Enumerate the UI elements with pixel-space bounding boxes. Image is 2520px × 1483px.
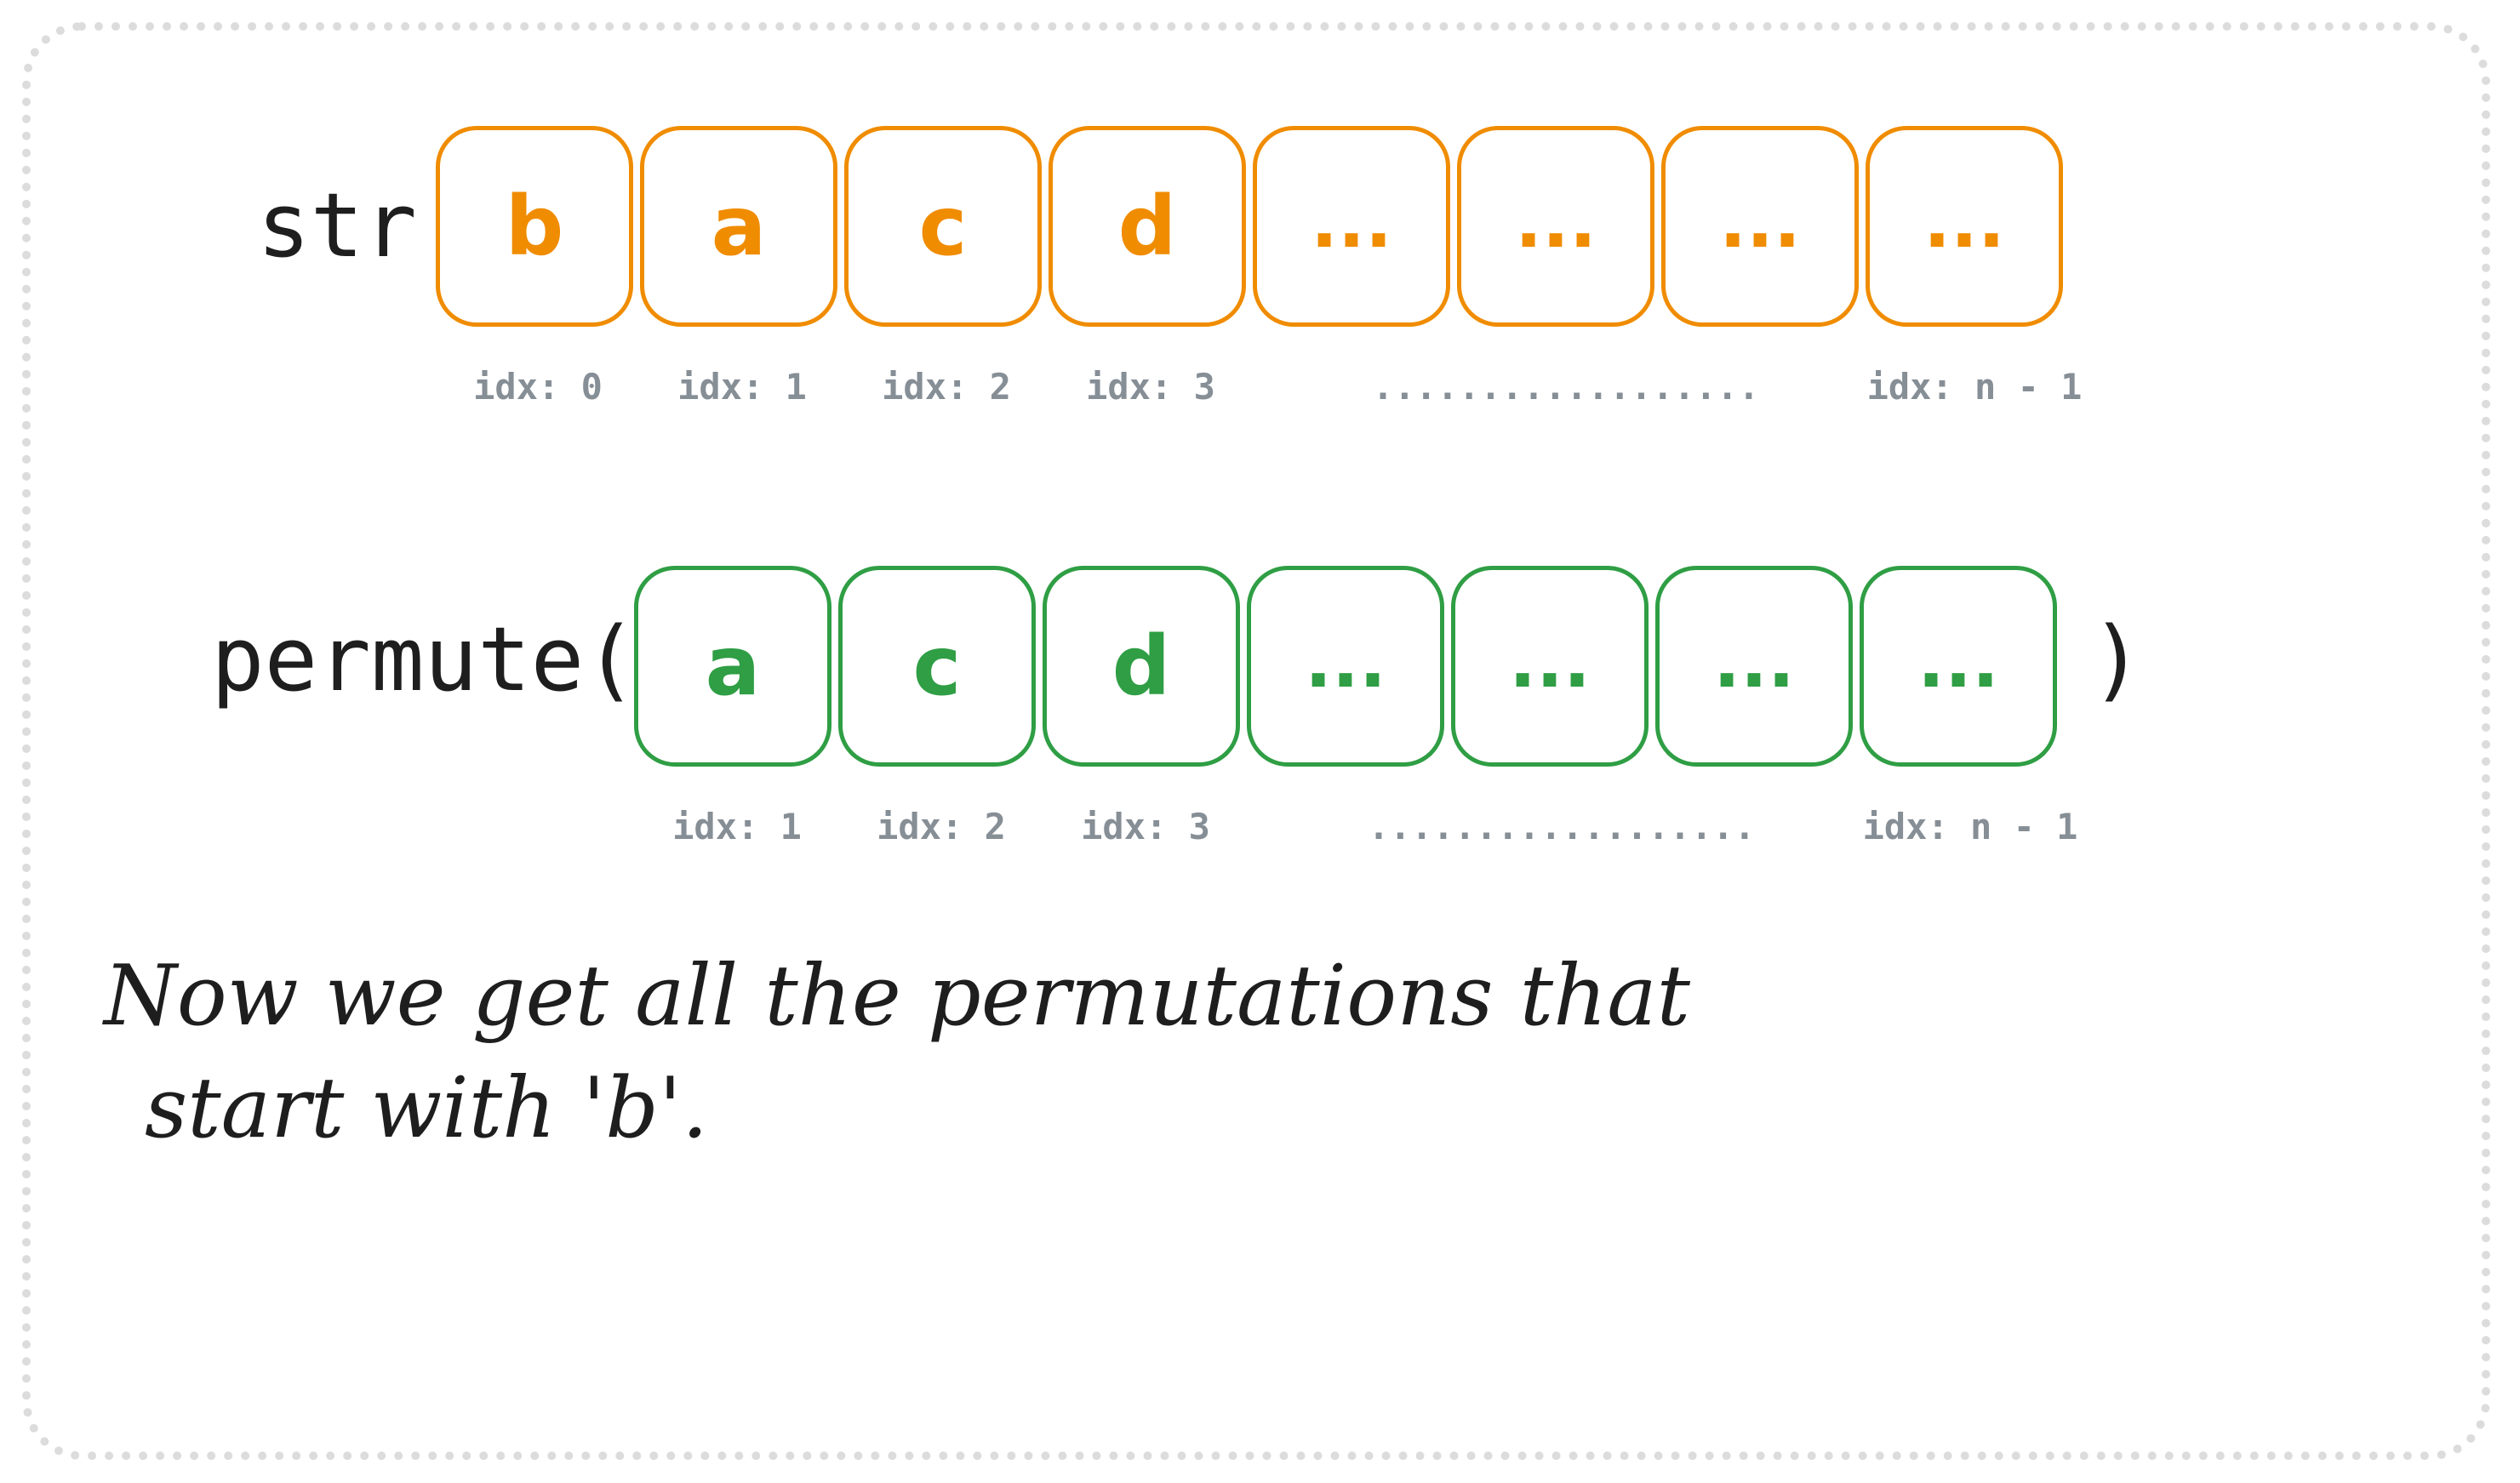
explanation-note: Now we get all the permutations that sta…	[104, 940, 2061, 1165]
permute-index-label: idx: 1	[672, 806, 802, 847]
str-index-ellipsis: ..................	[1372, 366, 1760, 408]
note-line-2: start with 'b'.	[145, 1060, 709, 1157]
permute-cell: ...	[1247, 566, 1444, 767]
str-cell: ...	[1661, 126, 1859, 327]
str-cell: d	[1049, 126, 1246, 327]
permute-cell: ...	[1451, 566, 1649, 767]
permute-cell: ...	[1655, 566, 1853, 767]
str-array: b a c d ... ... ... ...	[436, 126, 2070, 327]
str-cell: a	[640, 126, 837, 327]
str-index-label: idx: 0	[473, 366, 603, 408]
str-cell: b	[436, 126, 633, 327]
permute-cell: d	[1043, 566, 1240, 767]
diagram-frame	[22, 22, 2490, 1460]
permute-cell: ...	[1860, 566, 2057, 767]
str-index-label: idx: 1	[677, 366, 807, 408]
permute-cell: a	[634, 566, 831, 767]
str-cell: ...	[1457, 126, 1654, 327]
str-index-label: idx: 3	[1086, 366, 1215, 408]
note-line-1: Now we get all the permutations that	[104, 948, 1691, 1045]
permute-index-label: idx: 2	[877, 806, 1006, 847]
str-index-label: idx: 2	[882, 366, 1011, 408]
permute-index-ellipsis: ..................	[1368, 806, 1756, 847]
str-cell: ...	[1253, 126, 1450, 327]
permute-cell: c	[838, 566, 1036, 767]
permute-label: permute(	[211, 607, 637, 711]
permute-index-label: idx: 3	[1081, 806, 1210, 847]
str-cell: c	[844, 126, 1042, 327]
str-label: str	[257, 174, 417, 277]
permute-index-label: idx: n - 1	[1862, 806, 2078, 847]
str-cell: ...	[1866, 126, 2063, 327]
permute-array: a c d ... ... ... ...	[634, 566, 2064, 767]
str-index-label: idx: n - 1	[1866, 366, 2083, 408]
permute-close-paren: )	[2090, 607, 2144, 711]
